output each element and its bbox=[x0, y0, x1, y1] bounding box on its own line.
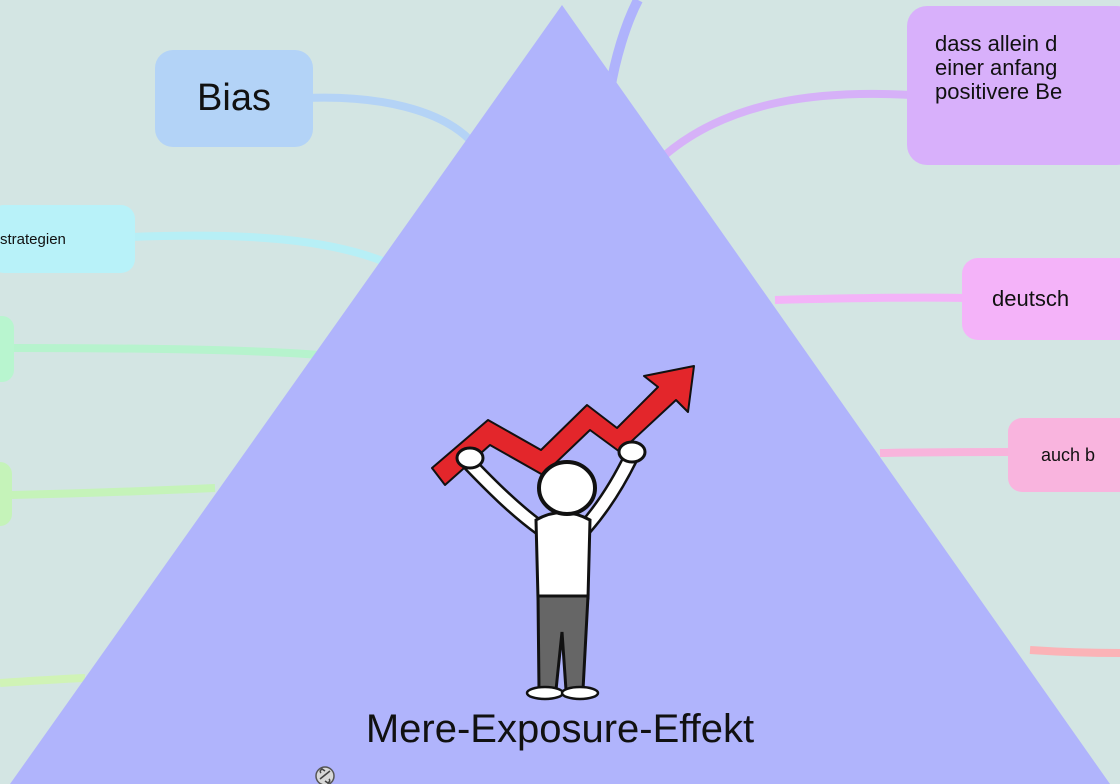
connector-bias bbox=[304, 93, 473, 143]
connector-auch bbox=[879, 448, 1013, 457]
branch-label-bias: Bias bbox=[197, 77, 271, 119]
connector-dass bbox=[662, 89, 913, 159]
branch-node-green-1[interactable] bbox=[0, 316, 14, 382]
branch-label-auch: auch b bbox=[1041, 444, 1096, 465]
rising-arrow-icon bbox=[431, 365, 695, 486]
branch-node-dass[interactable]: dass allein d einer anfang positivere Be bbox=[907, 6, 1120, 165]
branch-node-green-2[interactable] bbox=[0, 462, 12, 526]
central-topic-title[interactable]: Mere-Exposure-Effekt bbox=[365, 707, 755, 751]
connector-top bbox=[605, 0, 643, 91]
branch-label-strategien: strategien bbox=[0, 230, 66, 248]
central-topic-shape[interactable] bbox=[10, 5, 1110, 784]
branch-node-auch[interactable]: auch b bbox=[1008, 418, 1120, 492]
connector-strategien bbox=[129, 231, 387, 266]
branch-label-deutsch: deutsch bbox=[992, 286, 1070, 311]
branch-node-deutsch[interactable]: deutsch bbox=[962, 258, 1120, 340]
connector-deutsch bbox=[774, 293, 969, 304]
link-icon[interactable] bbox=[315, 766, 335, 784]
rising-arrow-person-icon bbox=[431, 365, 695, 701]
branch-label-dass: dass allein d einer anfang positivere Be bbox=[935, 31, 1063, 104]
connector-green1 bbox=[11, 344, 321, 359]
connector-green2 bbox=[11, 484, 216, 499]
branch-node-strategien[interactable]: strategien bbox=[0, 205, 135, 273]
connector-lower-right bbox=[1029, 646, 1120, 657]
connector-lower-left bbox=[0, 674, 86, 687]
branch-node-bias[interactable]: Bias bbox=[155, 50, 313, 147]
